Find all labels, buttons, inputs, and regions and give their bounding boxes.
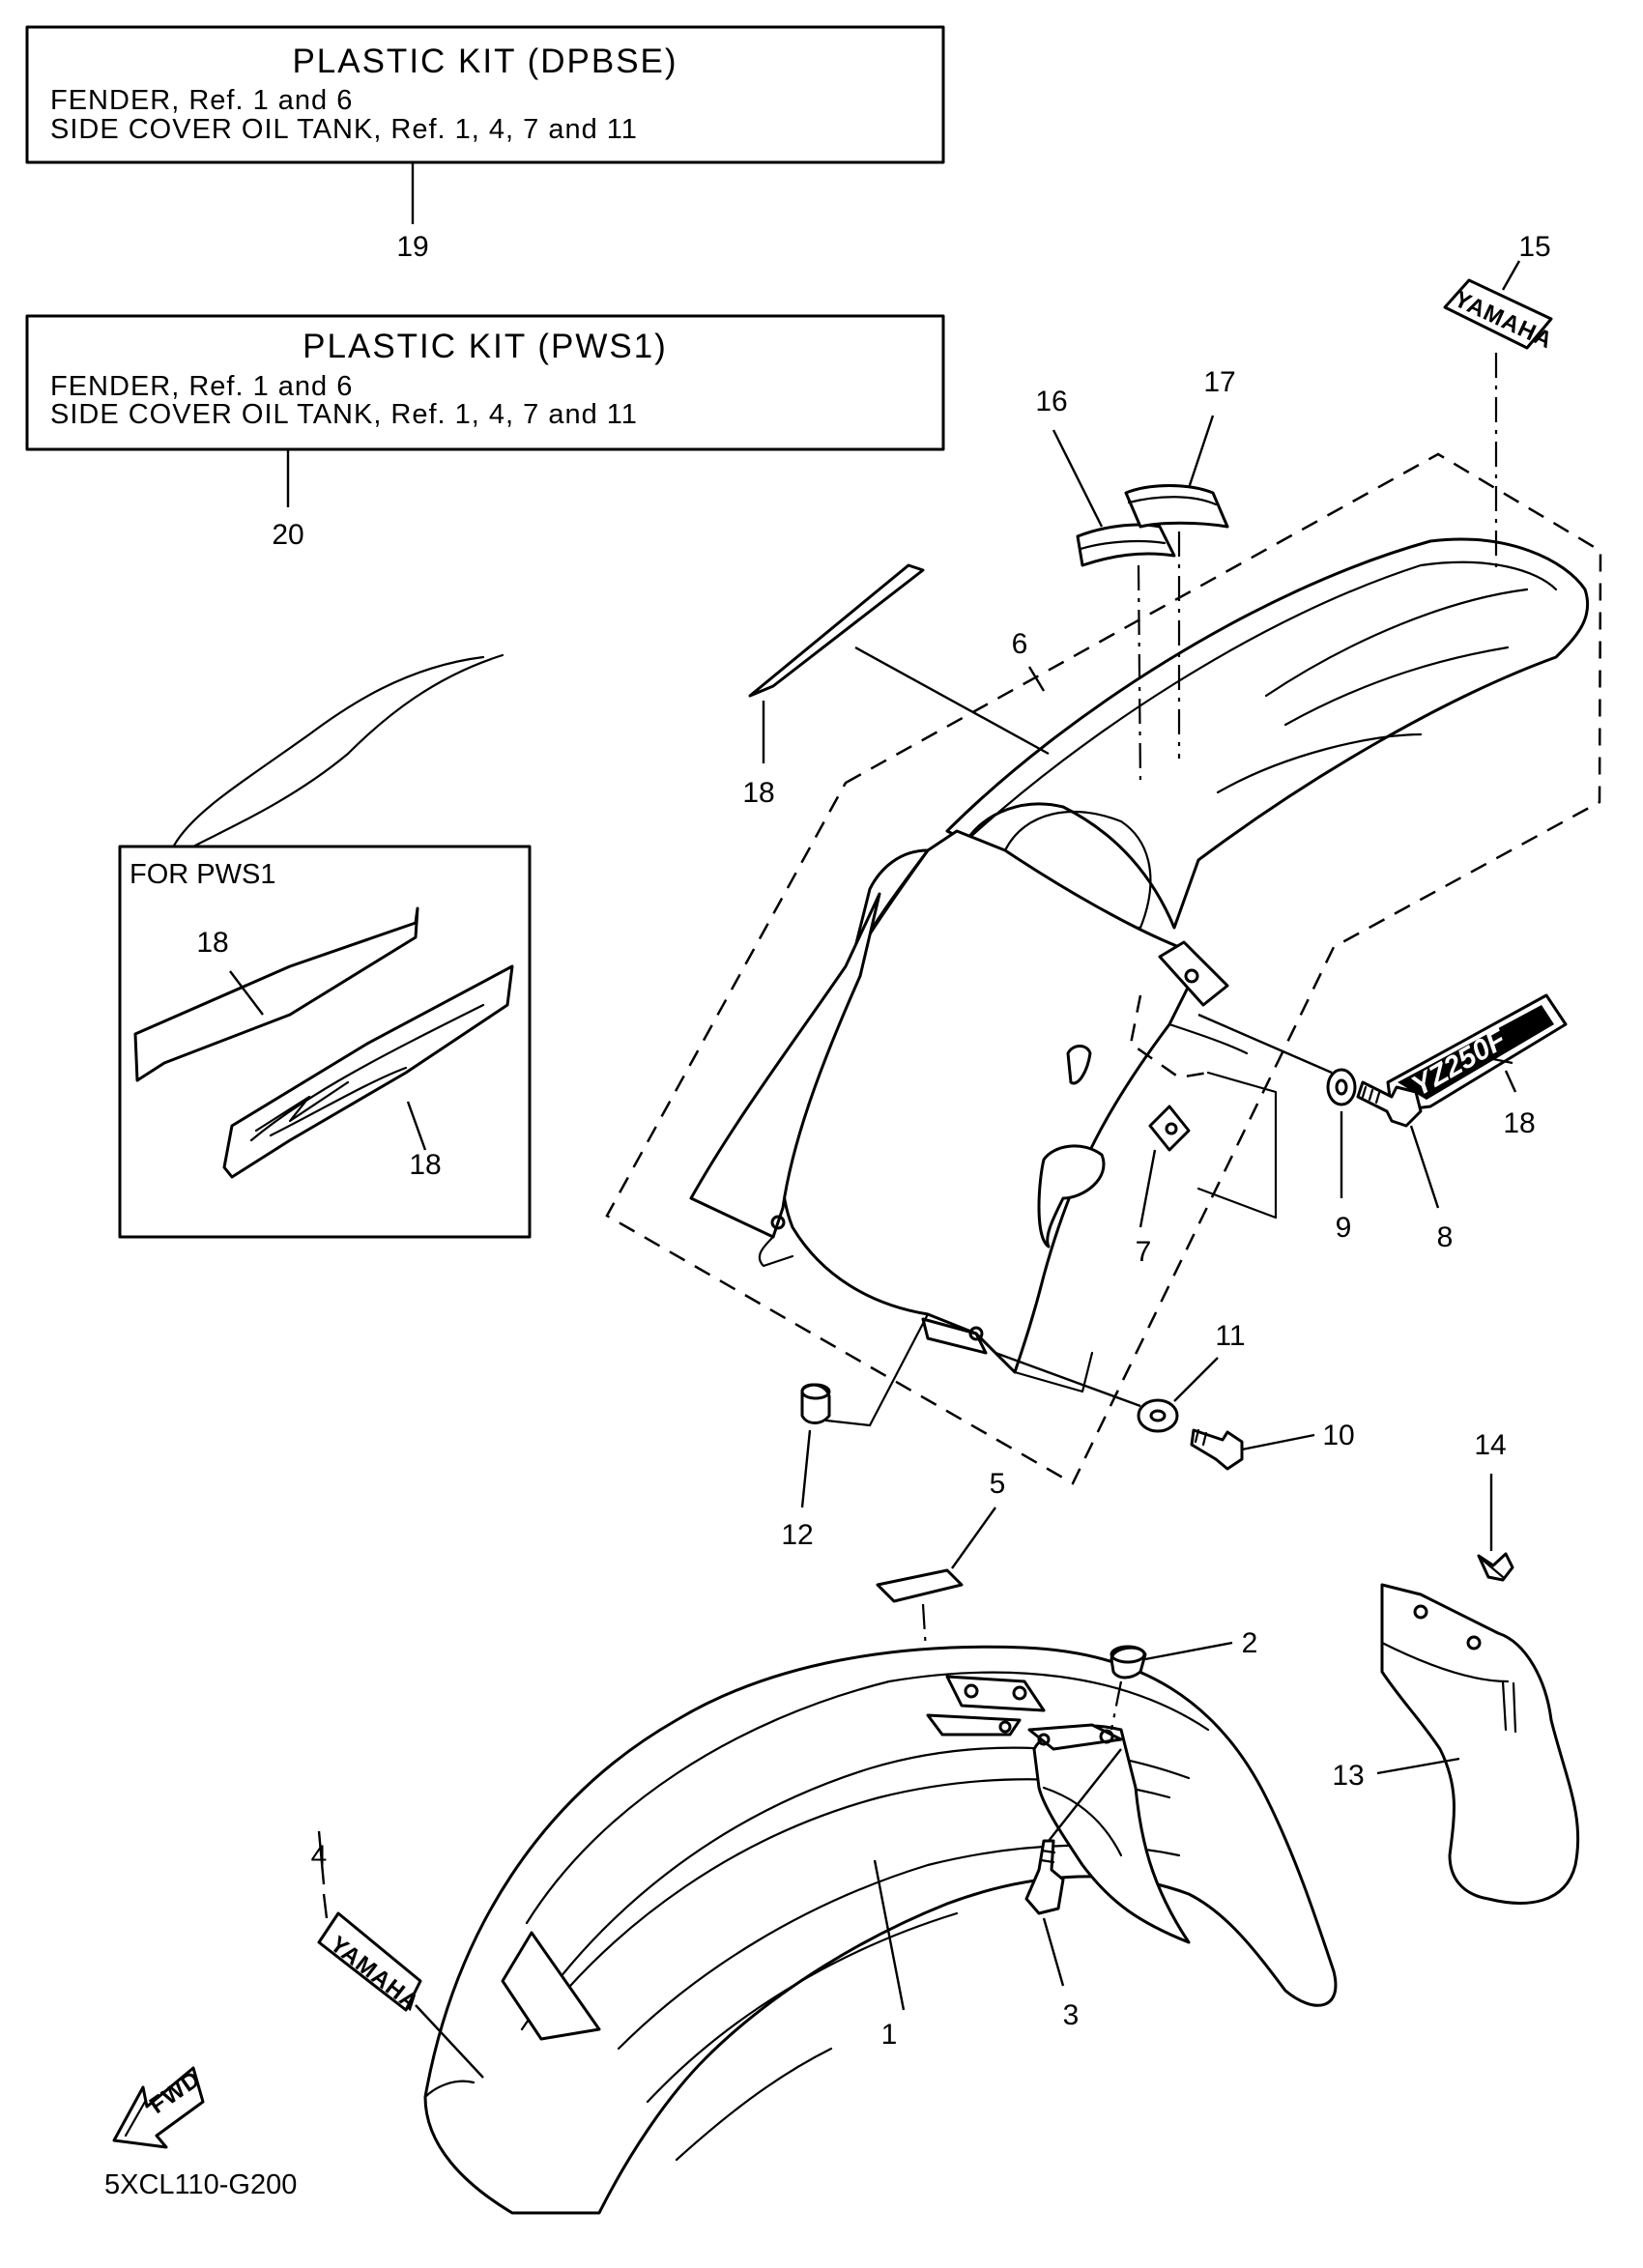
plastic-kit-pws1-line1: FENDER, Ref. 1 and 6: [50, 371, 353, 402]
bolt-10: 10: [1190, 1420, 1355, 1471]
callout-7: 7: [1136, 1236, 1152, 1268]
callout-8: 8: [1437, 1221, 1454, 1253]
grommet-2: 2: [1110, 1627, 1258, 1731]
seat-pads-16-17: 16 17: [1035, 366, 1236, 789]
callout-18-left: 18: [742, 777, 774, 809]
inset-callout-18-lower: 18: [409, 1149, 441, 1181]
collar-12: 12: [781, 1312, 930, 1551]
plastic-kit-dpbse-line2: SIDE COVER OIL TANK, Ref. 1, 4, 7 and 11: [50, 114, 638, 145]
callout-3: 3: [1063, 1999, 1080, 2031]
inset-callout-18-upper: 18: [196, 927, 228, 959]
callout-6: 6: [1012, 628, 1028, 660]
screw-14: 14: [1474, 1429, 1514, 1582]
inset-stripe-decal-upper: [133, 906, 419, 1082]
rear-fender: [689, 537, 1590, 1393]
callout-13: 13: [1332, 1760, 1364, 1792]
callout-5: 5: [990, 1468, 1006, 1500]
inset-for-pws1: FOR PWS1 18 18: [118, 653, 532, 1239]
callout-9: 9: [1336, 1212, 1352, 1244]
callout-17: 17: [1203, 366, 1235, 398]
callout-11: 11: [1215, 1320, 1245, 1352]
plastic-kit-pws1-line2: SIDE COVER OIL TANK, Ref. 1, 4, 7 and 11: [50, 399, 638, 430]
mud-flap-13: 13: [1332, 1583, 1580, 1905]
callout-19: 19: [396, 231, 428, 263]
callout-1: 1: [881, 2019, 898, 2051]
nut-7: 7: [1136, 1149, 1157, 1268]
washer-9: 9: [1197, 1013, 1357, 1244]
callout-16: 16: [1035, 386, 1067, 417]
callout-14: 14: [1474, 1429, 1506, 1461]
diagram-code: 5XCL110-G200: [104, 2169, 297, 2200]
plastic-kit-dpbse-line1: FENDER, Ref. 1 and 6: [50, 85, 353, 116]
front-fender: 1: [423, 1645, 1338, 2215]
callout-20: 20: [272, 519, 303, 551]
callout-12: 12: [781, 1519, 813, 1551]
plastic-kit-dpbse-title: PLASTIC KIT (DPBSE): [292, 43, 677, 80]
plastic-kit-pws1-box: PLASTIC KIT (PWS1) FENDER, Ref. 1 and 6 …: [25, 314, 945, 551]
callout-2: 2: [1242, 1627, 1258, 1659]
inset-graphic-decal-lower: [222, 964, 514, 1179]
pad-17: [1124, 484, 1229, 529]
yamaha-decal-15: YAMAHA 15: [1443, 231, 1557, 575]
callout-18-right: 18: [1503, 1107, 1535, 1139]
bolt-8: 8: [1356, 1080, 1454, 1253]
callout-4: 4: [311, 1840, 328, 1872]
plastic-kit-dpbse-box: PLASTIC KIT (DPBSE) FENDER, Ref. 1 and 6…: [25, 25, 945, 263]
rear-fender-assembly-outline: [605, 452, 1602, 1485]
pad-16: [1076, 523, 1176, 567]
bolt-3: 3: [1024, 1748, 1122, 2031]
inset-title: FOR PWS1: [130, 859, 275, 890]
plastic-kit-pws1-title: PLASTIC KIT (PWS1): [303, 328, 668, 365]
callout-15: 15: [1518, 231, 1550, 263]
fwd-arrow-icon: FWD: [112, 2066, 206, 2149]
callout-10: 10: [1322, 1420, 1354, 1451]
stripe-decal-18: 18: [742, 563, 1050, 809]
washer-11: 11: [994, 1320, 1246, 1433]
